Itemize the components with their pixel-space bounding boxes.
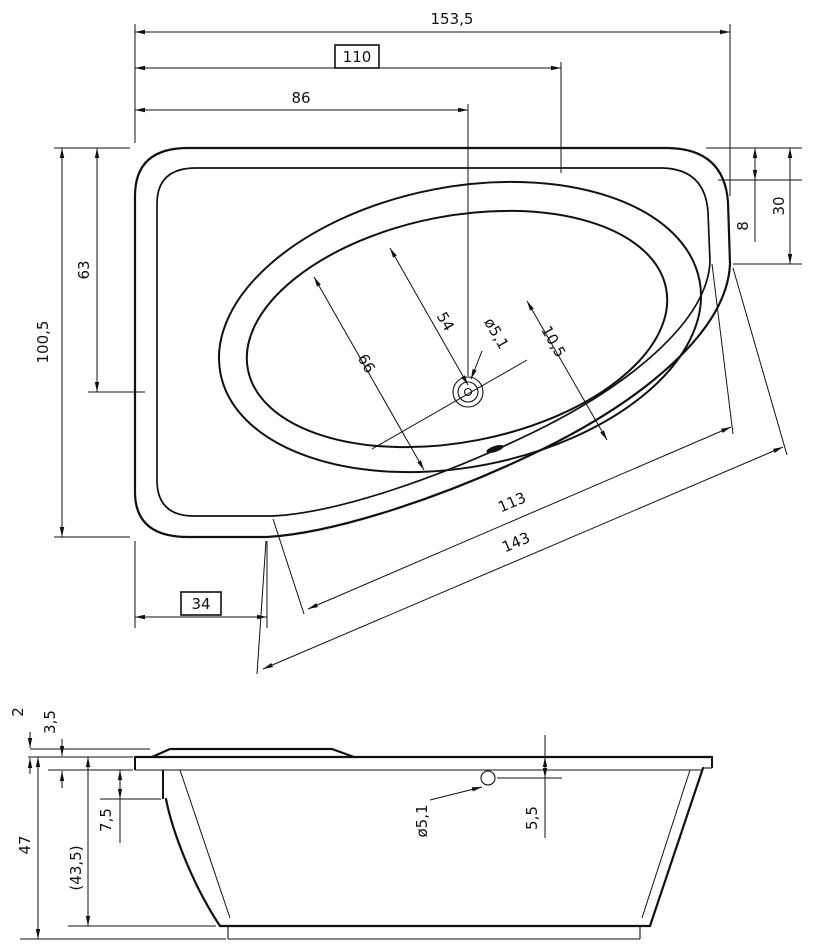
dim-30-label: 30: [770, 196, 788, 215]
basin-inner-edge: [245, 209, 669, 449]
dim-34-label: 34: [191, 595, 210, 613]
tub-side-profile: [133, 747, 714, 940]
dim-10-5-label: 10,5: [537, 323, 569, 361]
dim-47-label: 47: [16, 835, 34, 854]
dim-66-label: 66: [354, 351, 379, 377]
dim-100-5-label: 100,5: [34, 321, 52, 364]
dim-110-label: 110: [343, 48, 372, 66]
top-extension-lines: [54, 24, 802, 675]
dim-63-label: 63: [75, 260, 93, 279]
side-dimension-lines: [27, 732, 548, 939]
dim-drain-side-label: ø5,1: [413, 804, 431, 837]
dim-43-5-label: (43,5): [67, 845, 85, 890]
top-dimension-lines: [59, 29, 793, 670]
dim-5-5-label: 5,5: [523, 806, 541, 830]
drain: [452, 376, 484, 408]
dim-86-label: 86: [291, 89, 310, 107]
tub-outer-outline: [133, 146, 732, 539]
dim-drain-top-label: ø5,1: [480, 315, 512, 353]
dim-7-5-label: 7,5: [97, 808, 115, 832]
dim-3-5-label: 3,5: [41, 710, 59, 734]
dim-113-label: 113: [495, 488, 528, 516]
dim-153-5-label: 153,5: [431, 10, 474, 28]
drain-side: [480, 770, 496, 786]
side-view: 2 3,5 7,5 47 (43,5) 5,5 ø5,1: [9, 707, 714, 940]
basin-outer-edge: [217, 180, 703, 474]
tub-inner-rim-outline: [156, 167, 711, 517]
dim-2-label: 2: [9, 707, 27, 717]
dim-box-110: [334, 44, 380, 69]
dim-143-label: 143: [499, 528, 532, 556]
dim-box-34: [180, 591, 222, 616]
top-view: 153,5 110 86 100,5 63 8 30 34 113 143 66…: [34, 10, 802, 675]
dim-8-label: 8: [734, 221, 752, 231]
side-extension-lines: [20, 748, 562, 940]
